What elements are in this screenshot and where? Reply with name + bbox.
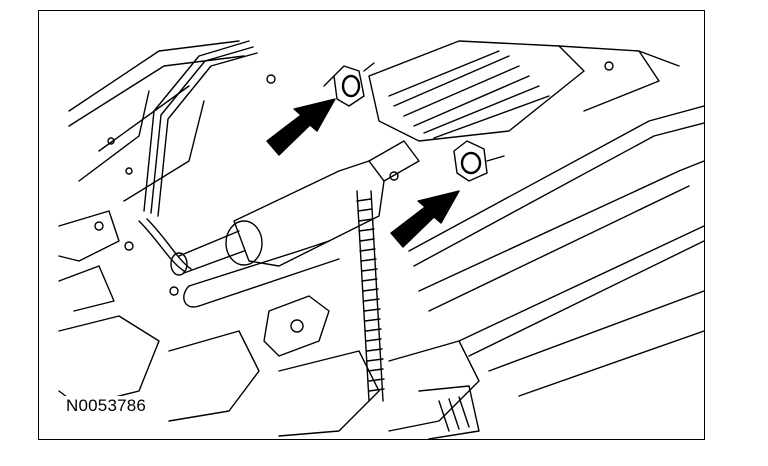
brake-lines xyxy=(138,40,258,272)
left-frame-rail xyxy=(58,40,245,312)
rear-suspension xyxy=(58,295,480,439)
corrugated-conduit xyxy=(356,190,385,402)
arrow-left-indicator xyxy=(266,98,336,156)
exhaust-underbody-drawing xyxy=(58,40,704,439)
bolt-markers xyxy=(94,61,614,296)
exhaust-hanger-isolator-left xyxy=(323,62,375,107)
figure-id-label: N0053786 xyxy=(64,396,149,416)
illustration-frame: N0053786 xyxy=(38,10,705,440)
right-rocker-rail xyxy=(408,105,704,397)
exhaust-pipe xyxy=(170,230,340,308)
muffler xyxy=(225,140,420,267)
arrow-right-indicator xyxy=(390,190,460,248)
catalytic-converter xyxy=(368,40,680,142)
exhaust-hanger-isolator-right xyxy=(453,140,505,182)
